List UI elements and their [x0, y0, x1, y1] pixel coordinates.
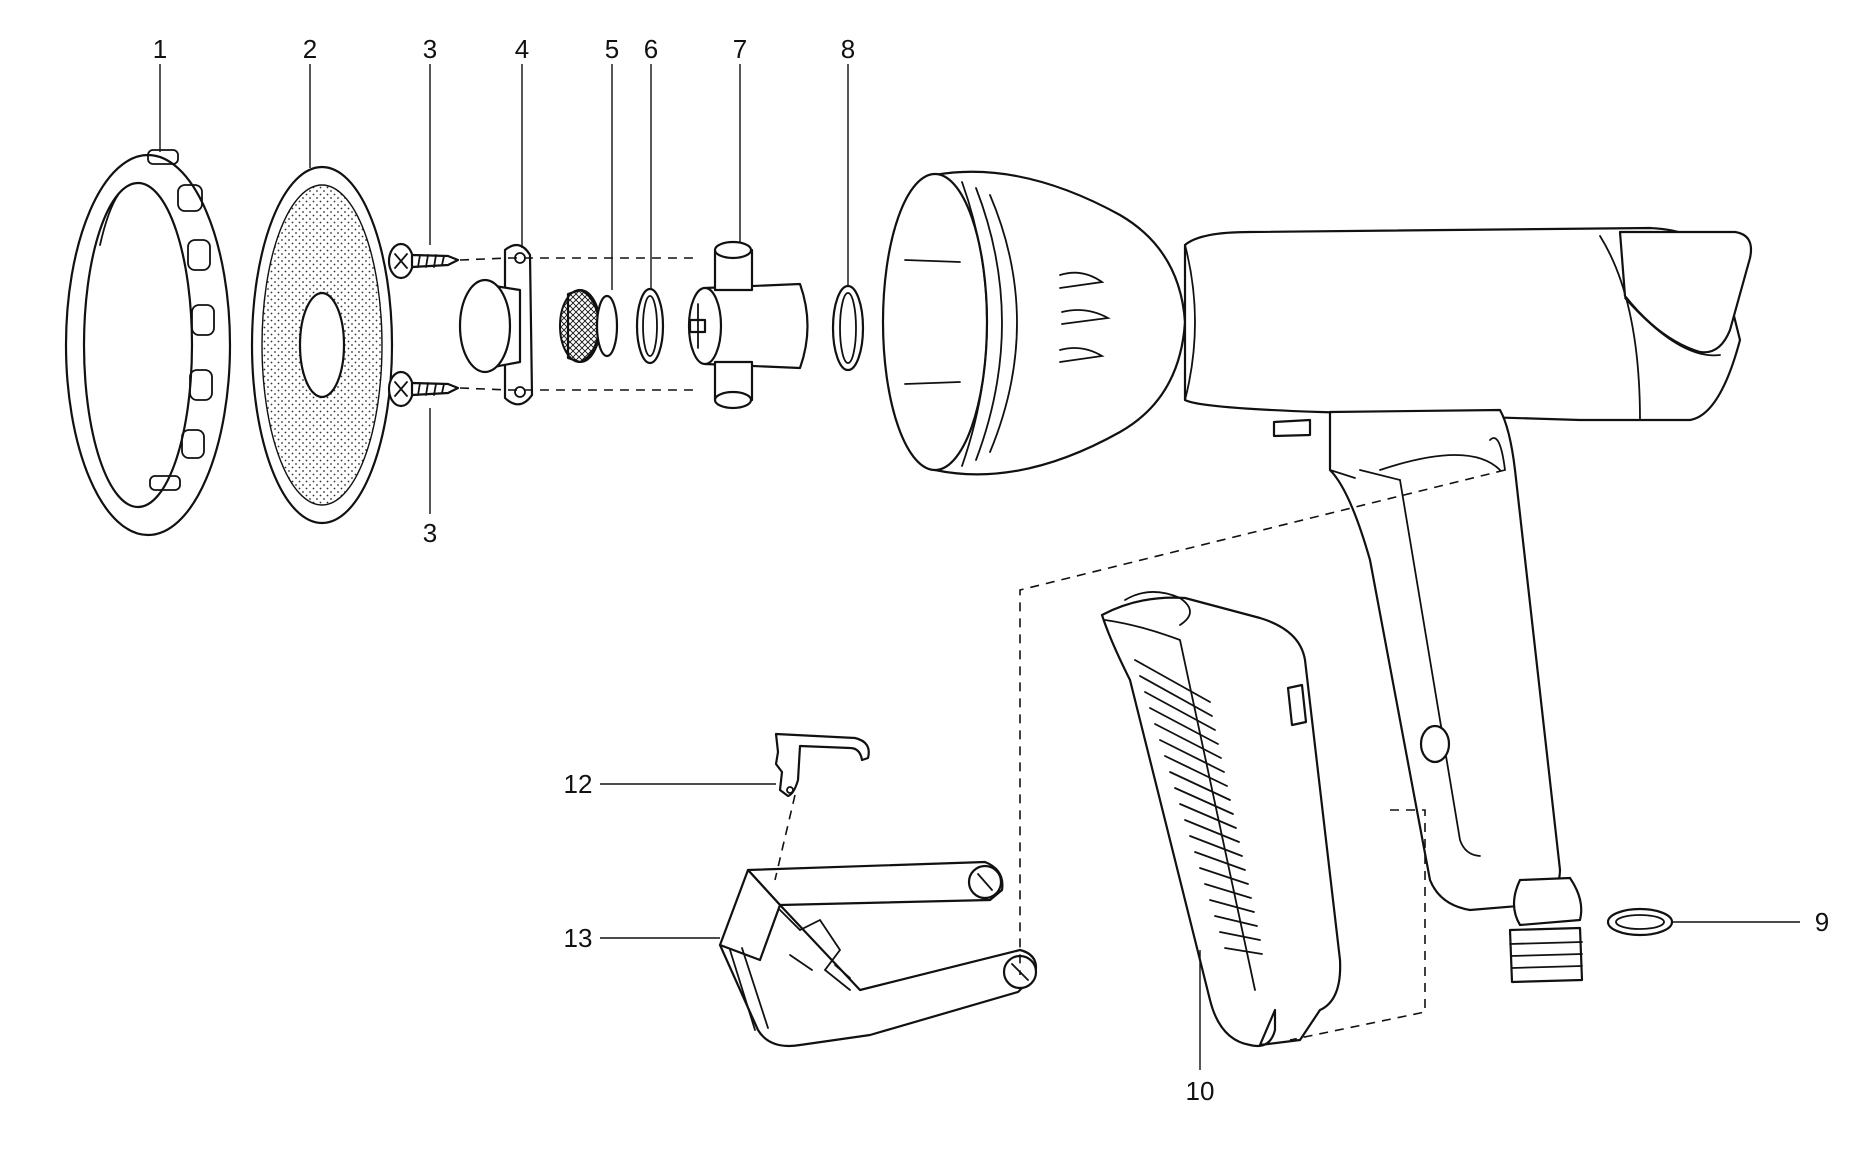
- callout-1: 1: [153, 34, 167, 64]
- callout-13: 13: [564, 923, 593, 953]
- part-3-screw-upper: [387, 242, 460, 280]
- part-12-spring-clip: [774, 732, 870, 798]
- leader-lines: [159, 64, 1800, 1070]
- callout-12: 12: [564, 769, 593, 799]
- callout-3-upper: 3: [423, 34, 437, 64]
- callout-8: 8: [841, 34, 855, 64]
- hose-connector: [1508, 876, 1584, 984]
- callout-4: 4: [515, 34, 529, 64]
- part-4-flange-cap: [458, 243, 534, 406]
- part-1-locking-ring: [64, 149, 232, 537]
- part-7-valve-body: [687, 240, 809, 410]
- callout-10: 10: [1186, 1076, 1215, 1106]
- part-8-o-ring: [831, 284, 865, 372]
- part-3-screw-lower: [387, 370, 460, 408]
- part-9-o-ring: [1606, 907, 1674, 937]
- part-10-vent-slots: [1134, 659, 1263, 955]
- part-6-o-ring: [635, 287, 665, 365]
- callout-7: 7: [733, 34, 747, 64]
- callout-2: 2: [303, 34, 317, 64]
- part-5-mesh-strainer: [559, 288, 619, 364]
- callout-5: 5: [605, 34, 619, 64]
- callout-3-lower: 3: [423, 518, 437, 548]
- callout-9: 9: [1815, 907, 1829, 937]
- assembly-lines: [459, 257, 1506, 1041]
- part-13-trigger-bracket: [718, 860, 1038, 1048]
- part-2-filter-disc: [250, 165, 394, 525]
- callout-6: 6: [644, 34, 658, 64]
- part-10-handle-cover: [1100, 591, 1342, 1048]
- spray-gun-head: [881, 170, 1187, 476]
- spray-gun-handle: [1328, 408, 1562, 912]
- spray-gun-body: [1183, 226, 1753, 438]
